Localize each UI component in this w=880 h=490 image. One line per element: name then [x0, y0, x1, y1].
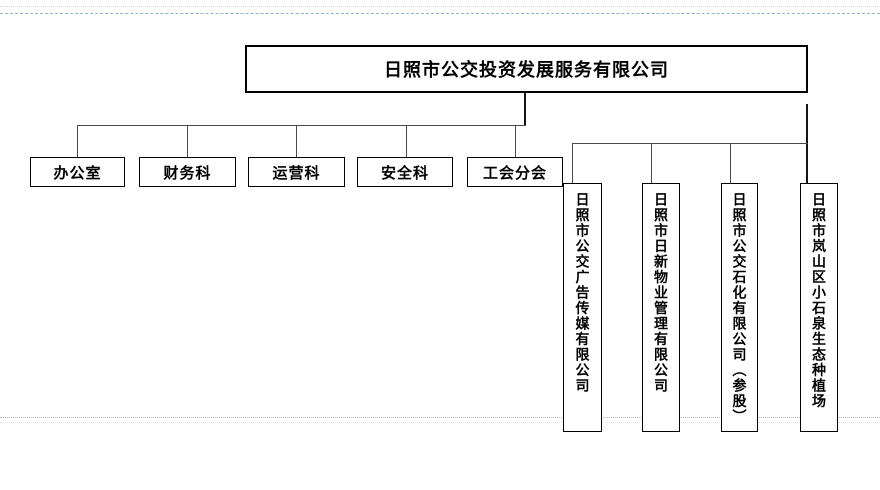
subsidiary-label-property-management: 日照市日新物业管理有限公司	[653, 192, 669, 394]
dept-box-office: 办公室	[30, 157, 125, 187]
connector-drop-property	[651, 143, 652, 184]
dept-label-finance: 财务科	[163, 164, 212, 182]
gridline-bottom-teal	[0, 417, 880, 418]
subsidiary-box-advertising-media: 日照市公交广告传媒有限公司	[563, 183, 602, 432]
dept-box-safety: 安全科	[357, 157, 453, 187]
connector-drop-operations	[296, 125, 297, 158]
subsidiary-box-property-management: 日照市日新物业管理有限公司	[642, 183, 680, 432]
subsidiary-box-petrochemical: 日照市公交石化有限公司（参股）	[721, 183, 758, 432]
dept-label-operations: 运营科	[272, 164, 321, 182]
gridline-top-blue	[0, 13, 880, 14]
dept-label-union-branch: 工会分会	[482, 164, 547, 182]
org-box-root-label: 日照市公交投资发展服务有限公司	[384, 60, 669, 80]
dept-label-safety: 安全科	[380, 164, 429, 182]
connector-drop-advertising	[572, 143, 573, 184]
connector-drop-office	[77, 125, 78, 158]
org-box-root: 日照市公交投资发展服务有限公司	[245, 45, 808, 93]
subsidiary-label-advertising-media: 日照市公交广告传媒有限公司	[574, 192, 591, 394]
subsidiary-box-ecological-planting-farm: 日照市岚山区小石泉生态种植场	[800, 183, 838, 432]
connector-drop-finance	[187, 125, 188, 158]
dept-box-operations: 运营科	[248, 157, 345, 187]
gridline-bottom-gray	[0, 422, 880, 423]
subsidiary-label-petrochemical: 日照市公交石化有限公司（参股）	[731, 192, 748, 425]
connector-drop-safety	[406, 125, 407, 158]
subsidiary-label-ecological-planting-farm: 日照市岚山区小石泉生态种植场	[811, 192, 827, 409]
dept-label-office: 办公室	[53, 164, 102, 182]
dept-box-finance: 财务科	[139, 157, 236, 187]
connector-departments-rail	[77, 125, 526, 126]
connector-drop-petrochemical	[730, 143, 731, 184]
connector-drop-union	[515, 125, 516, 158]
connector-subsidiaries-rail	[572, 143, 808, 144]
gridline-top-pink	[0, 6, 880, 7]
dept-box-union-branch: 工会分会	[467, 157, 563, 187]
connector-root-drop	[524, 93, 526, 125]
